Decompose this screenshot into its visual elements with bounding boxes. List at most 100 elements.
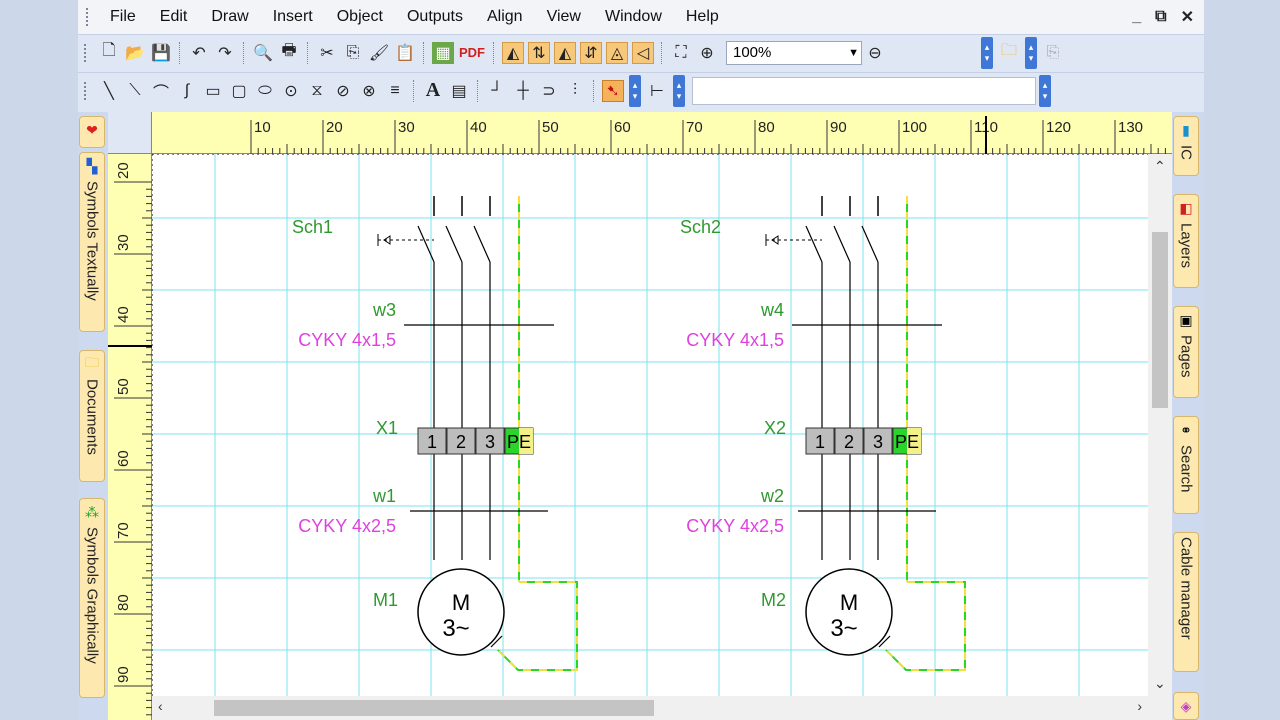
ruler-label: 10 xyxy=(254,119,271,136)
favorites-tab[interactable]: ❤ xyxy=(79,116,105,148)
rotate-left-icon[interactable]: ◭ xyxy=(554,41,576,64)
menu-edit[interactable]: Edit xyxy=(159,8,188,25)
cut-icon[interactable]: ✂ xyxy=(320,44,334,62)
cable-top-type: CYKY 4x1,5 xyxy=(686,330,784,350)
copy-icon[interactable]: ⎘ xyxy=(346,43,360,61)
zoom-out-icon[interactable]: ⊖ xyxy=(868,44,882,62)
tab-extra[interactable]: ◈ xyxy=(1173,692,1199,720)
circle-tool-icon[interactable]: ⊙ xyxy=(284,82,298,100)
wire-tool-icon[interactable]: ┘ xyxy=(491,81,503,99)
undo-icon[interactable]: ↶ xyxy=(192,44,206,62)
draw-toolbar: ╲ ⟍ ⌒ ∫ ▭ ▢ ⬭ ⊙ ⧖ ⊘ ⊗ ≡ A ▤ ┘ ┼ ⊃ ⫶ ➷ ▴▾… xyxy=(78,72,1204,108)
toolbar-overflow-button[interactable]: ▴▾ xyxy=(629,74,641,107)
flip-up-icon[interactable]: ⇅ xyxy=(528,41,550,64)
new-document-icon[interactable]: 🗋 xyxy=(102,42,116,59)
tab-symbols-textually[interactable]: ▚ Symbols Textually xyxy=(79,152,105,332)
rotate-right-icon[interactable]: ◁ xyxy=(632,41,654,64)
tab-layers[interactable]: ◧ Layers xyxy=(1173,194,1199,288)
ruler-label: 40 xyxy=(470,119,487,136)
curve-tool-icon[interactable]: ∫ xyxy=(184,81,190,99)
menu-align[interactable]: Align xyxy=(487,8,523,25)
textbox-tool-icon[interactable]: ▤ xyxy=(451,82,467,100)
scroll-down-icon[interactable]: ⌄ xyxy=(1154,675,1166,691)
terminal-number: 3 xyxy=(873,432,883,452)
switch-blade xyxy=(833,225,851,263)
property-combo[interactable] xyxy=(692,76,1036,105)
menu-insert[interactable]: Insert xyxy=(272,8,313,25)
tab-ic[interactable]: ▮ IC xyxy=(1173,116,1199,176)
tree-icon: ⁂ xyxy=(85,503,99,520)
fit-page-icon[interactable]: ⛶ xyxy=(675,43,687,61)
pe-wire-stripe xyxy=(885,581,966,671)
menu-object[interactable]: Object xyxy=(336,8,383,25)
menu-file[interactable]: File xyxy=(110,8,136,25)
mirror-vertical-icon[interactable]: ◬ xyxy=(606,41,628,64)
menu-window[interactable]: Window xyxy=(604,8,662,25)
terminal-cell xyxy=(863,427,893,455)
tab-documents[interactable]: 🗀 Documents xyxy=(79,350,105,482)
hatch-tool-icon[interactable]: ⊘ xyxy=(336,82,350,100)
scroll-right-icon[interactable]: › xyxy=(1137,698,1142,714)
close-button[interactable]: ✕ xyxy=(1180,9,1194,26)
terminal-number: 2 xyxy=(456,432,466,452)
tab-pages[interactable]: ▣ Pages xyxy=(1173,306,1199,398)
scroll-left-icon[interactable]: ‹ xyxy=(158,698,163,714)
copy-page-icon[interactable]: ⎘ xyxy=(1046,43,1060,61)
scroll-up-icon[interactable]: ⌃ xyxy=(1154,158,1166,174)
polyline-tool-icon[interactable]: ⟍ xyxy=(129,81,141,99)
switch-blade xyxy=(805,225,823,263)
paste-icon[interactable]: 📋 xyxy=(395,44,415,62)
tab-symbols-graphically[interactable]: ⁂ Symbols Graphically xyxy=(79,498,105,698)
flip-down-icon[interactable]: ⇵ xyxy=(580,41,602,64)
save-icon[interactable]: 💾 xyxy=(151,44,171,62)
text-tool-button[interactable]: A xyxy=(425,79,441,101)
rounded-rect-tool-icon[interactable]: ▢ xyxy=(231,82,247,100)
separator xyxy=(179,41,181,64)
junction-tool-icon[interactable]: ┼ xyxy=(517,81,529,99)
minimize-button[interactable]: _ xyxy=(1132,8,1142,25)
toolbar-overflow-button[interactable]: ▴▾ xyxy=(981,36,993,69)
print-icon[interactable]: 🖶 xyxy=(281,42,297,59)
toolbar-overflow-button[interactable]: ▴▾ xyxy=(673,74,685,107)
toolbar-overflow-button[interactable]: ▴▾ xyxy=(1025,36,1037,69)
vertical-scrollbar[interactable]: ⌃ ⌄ xyxy=(1148,154,1172,696)
separator xyxy=(307,41,309,64)
menu-outputs[interactable]: Outputs xyxy=(406,8,463,25)
tab-search[interactable]: ⚭ Search xyxy=(1173,416,1199,514)
fill-tool-icon[interactable]: ⊗ xyxy=(362,82,376,100)
motor-earth-tick xyxy=(490,635,503,648)
arc-tool-icon[interactable]: ⌒ xyxy=(152,84,169,102)
line-tool-icon[interactable]: ╲ xyxy=(104,82,114,100)
list-tool-icon[interactable]: ≡ xyxy=(390,81,400,99)
open-folder-icon[interactable]: 📂 xyxy=(125,44,145,62)
terminal-number: 1 xyxy=(815,432,825,452)
restore-button[interactable]: ⧉ xyxy=(1155,8,1167,25)
menu-view[interactable]: View xyxy=(546,8,581,25)
zoom-select[interactable]: 100% ▼ xyxy=(726,40,862,65)
zoom-in-icon[interactable]: ⊕ xyxy=(700,44,714,62)
hourglass-tool-icon[interactable]: ⧖ xyxy=(311,81,323,99)
folder-icon[interactable]: 🗀 xyxy=(1000,42,1017,59)
tab-cable-manager[interactable]: Cable manager xyxy=(1173,532,1199,672)
format-painter-icon[interactable]: 🖌 xyxy=(368,44,390,62)
lamp-tool-icon[interactable]: ⊃ xyxy=(542,82,556,100)
horizontal-scroll-thumb[interactable] xyxy=(214,700,654,716)
export-pdf-button[interactable]: PDF xyxy=(459,45,485,60)
pe-wire xyxy=(885,581,966,671)
redo-icon[interactable]: ↷ xyxy=(218,44,232,62)
horizontal-scrollbar[interactable]: ‹ › xyxy=(152,696,1172,720)
rectangle-tool-icon[interactable]: ▭ xyxy=(205,82,221,100)
dimension-tool-icon[interactable]: ⊢ xyxy=(650,82,664,100)
menu-help[interactable]: Help xyxy=(685,8,719,25)
export-image-icon[interactable]: ▦ xyxy=(432,41,454,64)
menu-draw[interactable]: Draw xyxy=(211,8,249,25)
mirror-horizontal-icon[interactable]: ◭ xyxy=(502,41,524,64)
print-preview-icon[interactable]: 🔍 xyxy=(253,44,273,62)
terminal-tool-icon[interactable]: ⫶ xyxy=(572,81,577,99)
toolbar-overflow-button[interactable]: ▴▾ xyxy=(1039,74,1051,107)
vertical-scroll-thumb[interactable] xyxy=(1152,232,1168,408)
ellipse-tool-icon[interactable]: ⬭ xyxy=(258,81,272,99)
select-pointer-icon[interactable]: ➷ xyxy=(602,79,624,102)
